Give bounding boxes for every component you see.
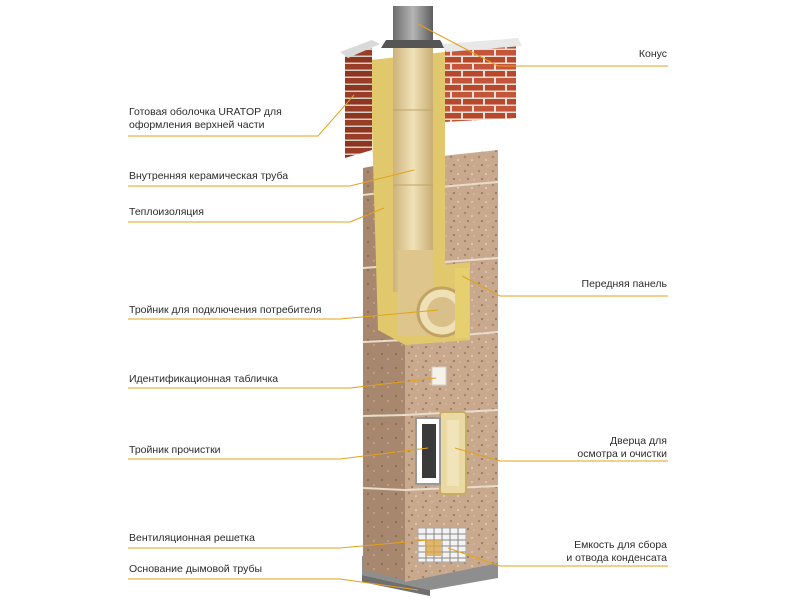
leader-cone (417, 23, 668, 67)
vent-grille (417, 527, 467, 563)
label-condensate-tank: Емкость для сбора и отвода конденсата (566, 539, 667, 564)
id-plate (431, 366, 447, 386)
inspection-door (415, 411, 467, 495)
cone-cap (381, 6, 445, 48)
label-ready-shell: Готовая оболочка URATOP для оформления в… (129, 106, 282, 131)
leader-inner-ceramic-pipe (128, 169, 415, 187)
leader-inspection-door (454, 447, 668, 462)
leader-vent-grille (128, 539, 429, 549)
front-panel (455, 268, 469, 338)
leader-id-plate (128, 377, 437, 389)
brick-shell (340, 38, 522, 158)
leader-front-panel (461, 275, 668, 297)
label-consumer-tee: Тройник для подключения потребителя (129, 304, 322, 316)
label-front-panel: Передняя панель (581, 278, 667, 290)
leader-ready-shell (128, 94, 355, 137)
leader-condensate-tank (447, 547, 668, 567)
label-id-plate: Идентификационная табличка (129, 373, 279, 385)
label-inner-ceramic-pipe: Внутренняя керамическая труба (129, 170, 289, 182)
label-cone: Конус (638, 48, 667, 60)
leader-chimney-base (128, 578, 419, 591)
leader-consumer-tee (128, 309, 439, 320)
label-thermal-insulation: Теплоизоляция (129, 206, 204, 218)
label-chimney-base: Основание дымовой трубы (129, 563, 263, 575)
leader-lines (128, 23, 668, 591)
label-vent-grille: Вентиляционная решетка (129, 532, 255, 544)
leader-cleaning-tee (128, 447, 429, 460)
label-cleaning-tee: Тройник прочистки (129, 444, 221, 456)
label-inspection-door: Дверца для осмотра и очистки (577, 435, 667, 460)
leader-thermal-insulation (128, 207, 385, 223)
